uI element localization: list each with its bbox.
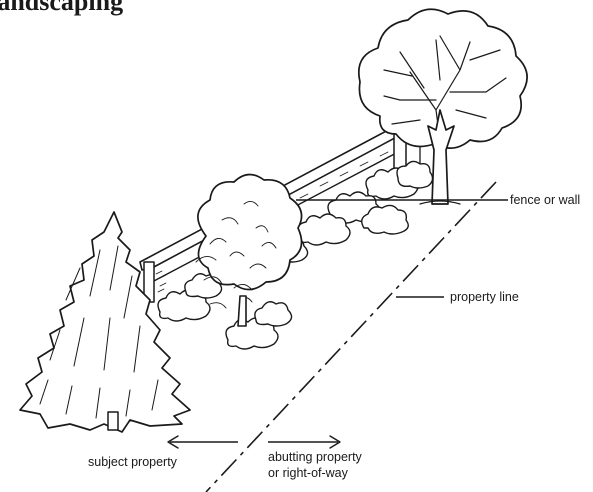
diagram-heading: Landscaping bbox=[0, 0, 123, 16]
property-line-label: property line bbox=[450, 290, 519, 304]
abutting-arrow bbox=[268, 436, 340, 448]
subject-property-label: subject property bbox=[88, 455, 178, 469]
abutting-property-label: abutting property bbox=[268, 450, 363, 464]
round-shrub bbox=[196, 174, 302, 326]
subject-arrow bbox=[168, 436, 238, 448]
evergreen-tree bbox=[20, 212, 190, 432]
fence-label: fence or wall bbox=[510, 193, 580, 207]
right-of-way-label: or right-of-way bbox=[268, 466, 349, 480]
